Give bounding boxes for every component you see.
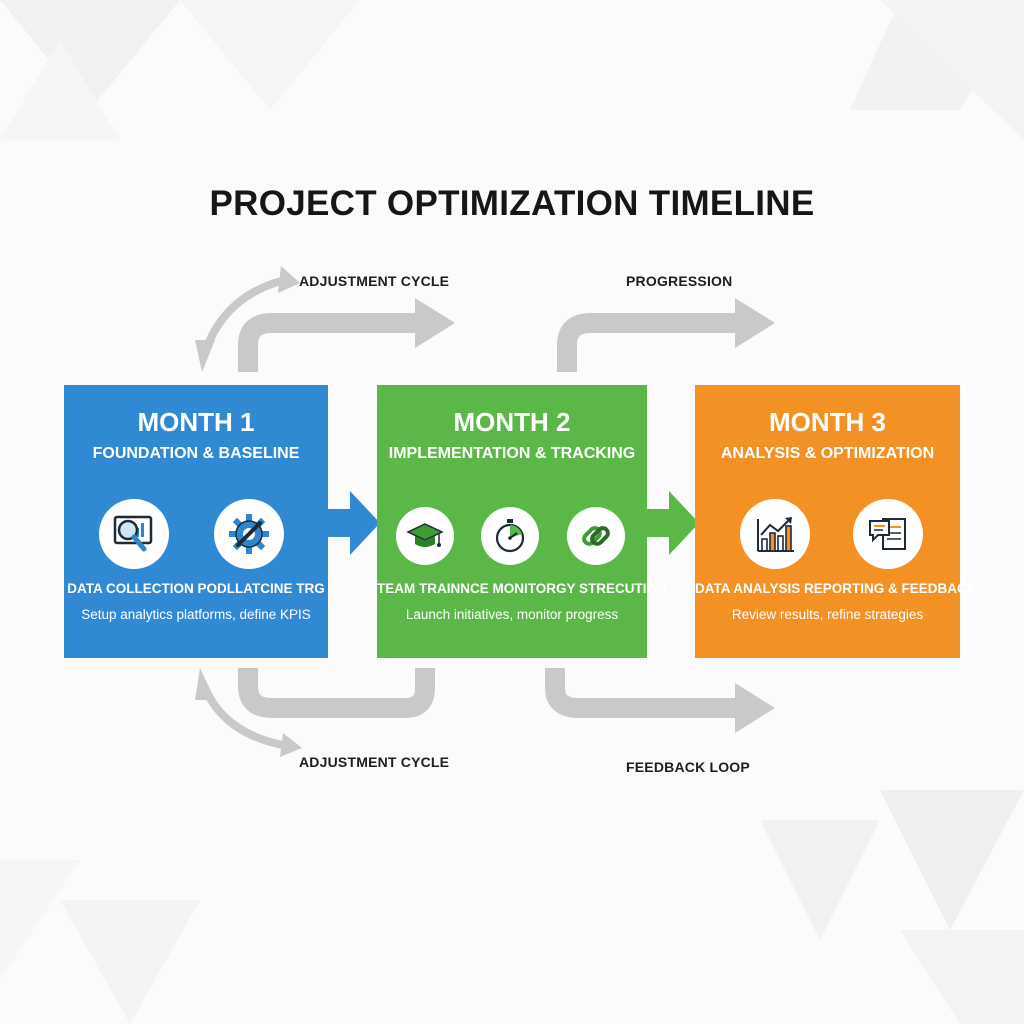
magnifier-chart-icon	[99, 499, 169, 569]
gear-wrench-icon	[214, 499, 284, 569]
month-description: Review results, refine strategies	[731, 607, 924, 622]
month-tasks: DATA ANALYSIS REPORTING & FEEDBACK	[695, 581, 977, 596]
page-title: PROJECT OPTIMIZATION TIMELINE	[209, 184, 815, 223]
chain-link-icon	[567, 507, 625, 565]
month-title: MONTH 3	[769, 407, 886, 437]
month-tasks: TEAM TRAINNCE MONITORGY STRECUTING	[377, 581, 667, 596]
report-chat-icon	[853, 499, 923, 569]
month-title: MONTH 1	[137, 407, 255, 437]
month-description: Setup analytics platforms, define KPIS	[81, 607, 311, 622]
adjustment-cycle-top-arrow	[238, 313, 415, 372]
month-1-card: MONTH 1 FOUNDATION & BASELINE	[64, 385, 328, 658]
flow-label-progression: PROGRESSION	[626, 273, 733, 289]
adjustment-cycle-bottom-arrow	[238, 668, 435, 718]
month-subtitle: FOUNDATION & BASELINE	[92, 445, 300, 462]
month-2-card: MONTH 2 IMPLEMENTATION & TRACKING TEAM T…	[377, 385, 667, 658]
month-subtitle: IMPLEMENTATION & TRACKING	[388, 445, 636, 462]
flow-label-adjustment-cycle-bottom: ADJUSTMENT CYCLE	[299, 754, 450, 770]
feedback-loop-arrow	[545, 668, 735, 718]
flow-label-adjustment-cycle-top: ADJUSTMENT CYCLE	[299, 273, 450, 289]
progression-arrow	[557, 313, 735, 372]
flow-label-feedback-loop: FEEDBACK LOOP	[626, 759, 750, 775]
month-3-card: MONTH 3 ANALYSIS & OPTIMIZATION DATA ANA…	[695, 385, 977, 658]
month-subtitle: ANALYSIS & OPTIMIZATION	[720, 445, 935, 462]
connector-arrow-1-2	[326, 491, 380, 555]
stopwatch-icon	[481, 507, 539, 565]
bar-chart-icon	[740, 499, 810, 569]
connector-arrow-2-3	[645, 491, 699, 555]
month-description: Launch initiatives, monitor progress	[405, 607, 619, 622]
month-tasks: DATA COLLECTION PODLLATCINE TRG	[67, 581, 325, 596]
graduation-cap-icon	[396, 507, 454, 565]
month-title: MONTH 2	[453, 407, 571, 437]
